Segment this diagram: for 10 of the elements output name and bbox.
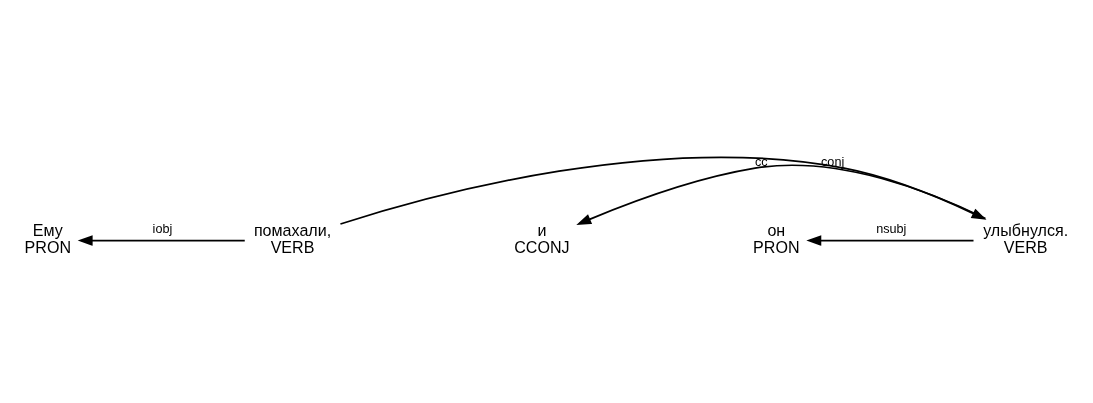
edge-label: cc bbox=[755, 154, 768, 169]
node-text: Ему PRON bbox=[24, 221, 72, 257]
node-text: и CCONJ bbox=[514, 221, 570, 257]
arrow bbox=[77, 235, 246, 246]
edge-label: iobj bbox=[152, 222, 173, 237]
edge-label: nsubj bbox=[876, 222, 907, 237]
node-text: он PRON bbox=[753, 221, 800, 257]
node-text: помахали, VERB bbox=[253, 221, 332, 257]
node-text: улыбнулся. VERB bbox=[983, 221, 1069, 257]
arrow bbox=[806, 235, 975, 246]
